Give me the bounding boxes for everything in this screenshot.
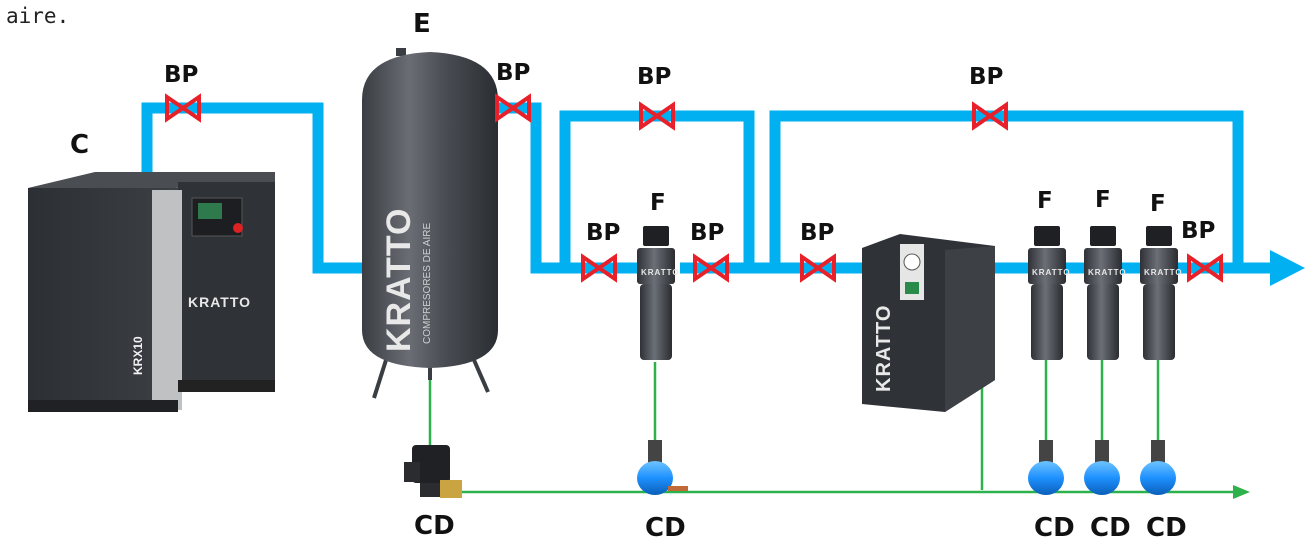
filter: KRATTO	[1140, 226, 1183, 360]
bypass-valve	[800, 253, 836, 283]
intro-text-fragment: aire.	[6, 4, 70, 28]
filter-brand: KRATTO	[1032, 268, 1071, 277]
compressor-brand: KRATTO	[188, 294, 251, 310]
bypass-valve	[495, 93, 531, 123]
drain-label: CD	[1146, 513, 1187, 542]
drain-label: CD	[414, 511, 455, 541]
bypass-label: BP	[690, 220, 724, 246]
bypass-label: BP	[1181, 218, 1215, 244]
drain-label: CD	[645, 513, 686, 542]
electronic-condensate-drain	[404, 445, 462, 498]
bypass-valve	[1187, 253, 1223, 283]
bypass-label: BP	[969, 64, 1003, 90]
filter: KRATTO	[637, 226, 680, 360]
compressor: KRATTO KRX10	[28, 172, 275, 412]
tank-tagline: COMPRESORES DE AIRE	[422, 223, 433, 344]
float-condensate-drain	[637, 440, 688, 495]
bypass-valve	[972, 101, 1008, 131]
air-receiver-tank: KRATTO COMPRESORES DE AIRE	[362, 48, 498, 399]
bypass-valve	[693, 253, 729, 283]
bypass-valve	[639, 101, 675, 131]
filter: KRATTO	[1028, 226, 1071, 360]
float-condensate-drain	[1140, 440, 1176, 495]
dryer-brand: KRATTO	[873, 305, 895, 392]
bypass-label: BP	[164, 62, 198, 88]
compressor-label: C	[70, 130, 89, 160]
filter-brand: KRATTO	[1088, 268, 1127, 277]
filter-label: F	[1095, 187, 1111, 213]
bypass-label: BP	[637, 64, 671, 90]
compressor-model: KRX10	[131, 336, 145, 375]
bypass-valves	[165, 93, 1223, 283]
drain-label: CD	[1090, 513, 1131, 542]
filter-brand: KRATTO	[1144, 268, 1183, 277]
filter-label: F	[650, 190, 666, 216]
bypass-valve	[581, 253, 617, 283]
drain-label: CD	[1034, 513, 1075, 542]
bypass-valve	[165, 93, 201, 123]
drain-outlet-arrow	[1233, 485, 1250, 499]
bypass-label: BP	[800, 220, 834, 246]
refrigerated-dryer: KRATTO	[862, 234, 995, 412]
filter: KRATTO	[1084, 226, 1127, 360]
filter-label: F	[1150, 191, 1166, 217]
bypass-label: BP	[586, 220, 620, 246]
air-outlet-arrow	[1270, 250, 1305, 286]
tank-label: E	[413, 9, 431, 39]
filter-brand: KRATTO	[641, 268, 680, 277]
tank-brand: KRATTO	[380, 207, 418, 352]
bypass-label: BP	[496, 60, 530, 86]
float-condensate-drain	[1084, 440, 1120, 495]
filter-label: F	[1037, 188, 1053, 214]
float-condensate-drain	[1028, 440, 1064, 495]
